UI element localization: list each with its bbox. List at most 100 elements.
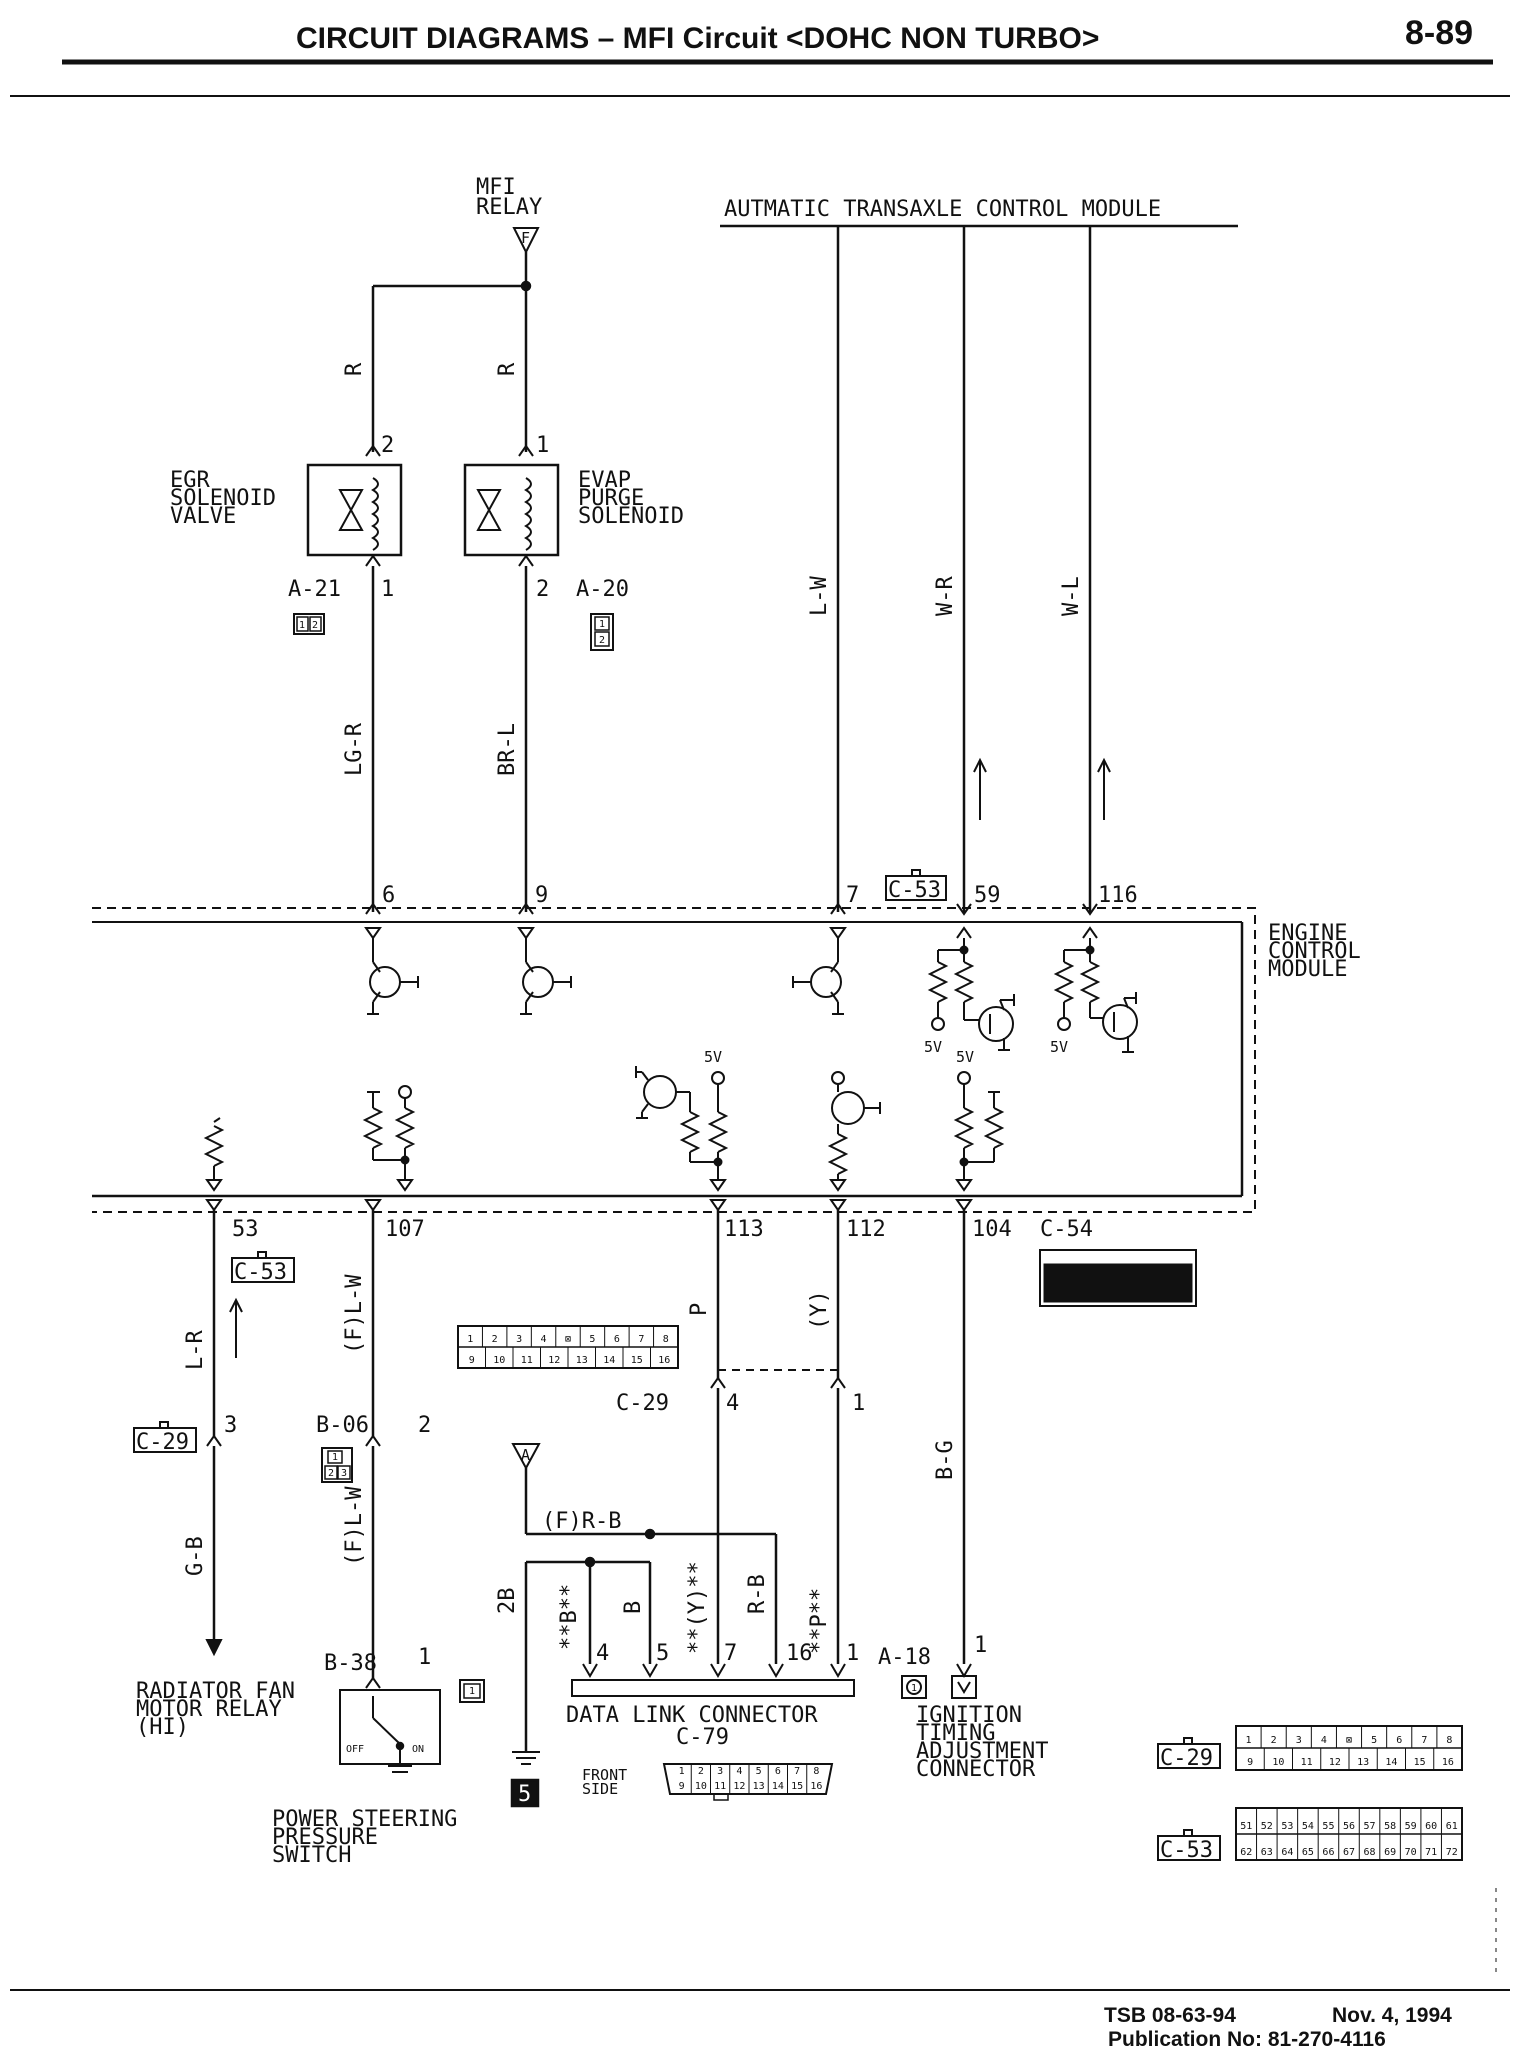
wire-label-bstar: **B**	[557, 1584, 582, 1650]
svg-text:B-06: B-06	[316, 1413, 369, 1438]
wire-label-r-evap: R	[495, 362, 520, 376]
ignition-timing-adjustment-connector: A-18 1 1 IGNITION TIMING ADJUSTMENT CONN…	[878, 1633, 1048, 1782]
svg-text:A-21: A-21	[288, 577, 341, 602]
svg-text:VALVE: VALVE	[170, 504, 236, 529]
svg-text:ON: ON	[412, 1744, 424, 1755]
wire-label-flw-upper: (F)L-W	[342, 1274, 367, 1354]
svg-text:B-38: B-38	[324, 1651, 377, 1676]
svg-text:SOLENOID: SOLENOID	[578, 504, 684, 529]
svg-text:C-53: C-53	[1160, 1838, 1213, 1863]
svg-text:6: 6	[382, 883, 395, 908]
ecm-bottom-pins: 53 107 113 112 104	[205, 1199, 1012, 1242]
svg-text:1: 1	[846, 1641, 859, 1666]
pin-label: 8	[1446, 1735, 1452, 1746]
footer-date: Nov. 4, 1994	[1332, 2004, 1452, 2027]
page-title: CIRCUIT DIAGRAMS – MFI Circuit <DOHC NON…	[296, 22, 1100, 55]
svg-text:5V: 5V	[704, 1048, 722, 1066]
svg-text:1: 1	[974, 1633, 987, 1658]
svg-text:3: 3	[224, 1413, 237, 1438]
egr-pin-2: 2	[381, 433, 394, 458]
pin-label: 3	[516, 1334, 522, 1345]
pin-label: 8	[813, 1766, 819, 1777]
pin-label: 11	[714, 1781, 726, 1792]
pin-label: 14	[603, 1355, 615, 1366]
pin-label: 2	[492, 1334, 498, 1345]
svg-text:116: 116	[1098, 883, 1138, 908]
pin-label: 54	[1302, 1821, 1314, 1832]
svg-text:CONTROL: CONTROL	[1268, 939, 1361, 964]
pin-label: 12	[1329, 1757, 1341, 1768]
pin-label: 2	[698, 1766, 704, 1777]
connector-c29-left: C-29 3	[133, 1413, 237, 1455]
svg-text:107: 107	[385, 1217, 425, 1242]
connector-a21: A-21 1 2	[288, 577, 341, 635]
pin-label: 12	[548, 1355, 560, 1366]
wire-label-frb: (F)R-B	[542, 1509, 621, 1534]
feed-terminal-a: A	[511, 1443, 541, 1471]
pin-label: 56	[1343, 1821, 1355, 1832]
svg-text:1: 1	[332, 1452, 338, 1463]
wire-label-wl: W-L	[1059, 576, 1084, 616]
svg-text:1: 1	[469, 1686, 475, 1697]
pin-label: 11	[1301, 1757, 1313, 1768]
wire-label-2b: 2B	[495, 1588, 520, 1615]
svg-text:PURGE: PURGE	[578, 486, 644, 511]
evap-purge-solenoid: EVAP PURGE SOLENOID 1 2	[463, 433, 684, 602]
pin-label: 6	[775, 1766, 781, 1777]
connector-c53-top: C-53	[885, 869, 947, 903]
pin-label: 58	[1384, 1821, 1396, 1832]
svg-text:ENGINE: ENGINE	[1268, 921, 1347, 946]
svg-text:1: 1	[852, 1391, 865, 1416]
svg-text:2: 2	[328, 1468, 334, 1479]
pin-label: 72	[1446, 1847, 1458, 1858]
svg-text:PRESSURE: PRESSURE	[272, 1825, 378, 1850]
pin-label: 15	[631, 1355, 643, 1366]
pin-label: 16	[1442, 1757, 1454, 1768]
svg-text:5V: 5V	[924, 1038, 942, 1056]
pin-label: 7	[638, 1334, 644, 1345]
svg-text:MODULE: MODULE	[1268, 957, 1347, 982]
ecm-input-circuits-lower: 5V 5V	[203, 1048, 1005, 1192]
svg-text:7: 7	[724, 1641, 737, 1666]
svg-text:C-54: C-54	[1040, 1217, 1093, 1242]
egr-pin-1: 1	[381, 577, 394, 602]
svg-text:MOTOR RELAY: MOTOR RELAY	[136, 1697, 282, 1722]
pin-label: 15	[1414, 1757, 1426, 1768]
svg-text:9: 9	[535, 883, 548, 908]
svg-text:FRONT: FRONT	[582, 1766, 627, 1784]
pin-label: 11	[521, 1355, 533, 1366]
footer-tsb: TSB 08-63-94	[1104, 2004, 1236, 2027]
svg-text:AUTMATIC TRANSAXLE CONTROL MOD: AUTMATIC TRANSAXLE CONTROL MODULE	[724, 197, 1161, 222]
svg-text:C-29: C-29	[136, 1430, 189, 1455]
svg-text:5V: 5V	[1050, 1038, 1068, 1056]
svg-text:RADIATOR FAN: RADIATOR FAN	[136, 1679, 295, 1704]
svg-text:104: 104	[972, 1217, 1012, 1242]
svg-text:C-53: C-53	[234, 1260, 287, 1285]
pin-label: 14	[772, 1781, 784, 1792]
svg-text:RELAY: RELAY	[476, 195, 542, 220]
svg-text:59: 59	[974, 883, 1001, 908]
page-number: 8-89	[1405, 14, 1474, 52]
pin-label: 5	[589, 1334, 595, 1345]
power-steering-pressure-switch: B-38 1 OFF ON 1 POWER STEERING PRESSURE …	[272, 1645, 485, 1868]
pin-label: 16	[658, 1355, 670, 1366]
svg-text:2: 2	[599, 635, 605, 646]
svg-text:C-53: C-53	[888, 878, 941, 903]
footer-publication: Publication No: 81-270-4116	[1108, 2028, 1386, 2051]
pin-label: 59	[1405, 1821, 1417, 1832]
pin-label: 55	[1322, 1821, 1334, 1832]
svg-text:C-29: C-29	[1160, 1746, 1213, 1771]
svg-text:MFI: MFI	[476, 175, 516, 200]
svg-text:1: 1	[418, 1645, 431, 1670]
wire-label-gb: G-B	[183, 1536, 208, 1576]
connector-c54: C-54	[1039, 1217, 1197, 1307]
pin-label: 9	[1247, 1757, 1253, 1768]
connector-a20: A-20 1 2	[576, 577, 629, 651]
ecm-driver-transistors	[364, 927, 847, 1015]
pin-label: 66	[1322, 1847, 1334, 1858]
svg-text:112: 112	[846, 1217, 886, 1242]
svg-text:3: 3	[341, 1468, 347, 1479]
